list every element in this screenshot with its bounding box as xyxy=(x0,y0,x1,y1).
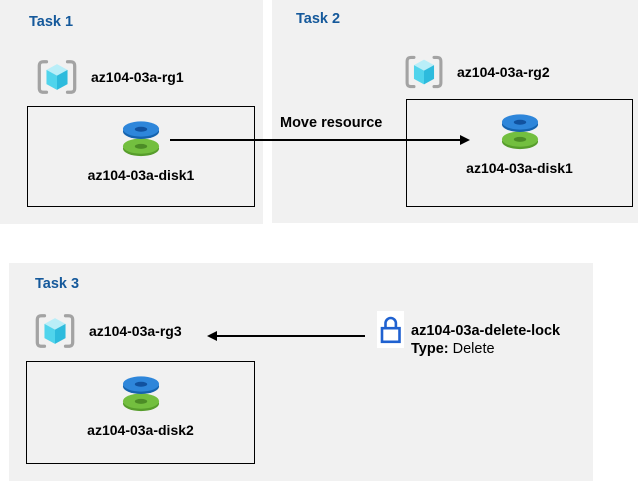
move-arrow-line xyxy=(170,139,461,141)
lock-type-line: Type: Delete xyxy=(411,340,560,358)
task1-disk-label: az104-03a-disk1 xyxy=(87,167,195,183)
lock-arrow-line xyxy=(216,335,365,337)
task3-panel xyxy=(9,263,593,481)
resource-group-icon xyxy=(405,55,443,89)
disk-icon xyxy=(122,376,159,412)
task2-panel xyxy=(272,0,638,223)
task3-resource-group: az104-03a-rg3 xyxy=(33,311,182,351)
lock-type-value: Delete xyxy=(452,341,495,357)
task1-panel xyxy=(0,0,263,224)
lock-icon-container xyxy=(377,311,404,348)
task1-disk-box: az104-03a-disk1 xyxy=(27,106,255,207)
task2-resource-group: az104-03a-rg2 xyxy=(403,53,550,91)
task2-rg-label: az104-03a-rg2 xyxy=(457,64,550,80)
lock-name-label: az104-03a-delete-lock xyxy=(411,323,561,339)
lock-text-block: az104-03a-delete-lock Type: Delete xyxy=(411,322,560,358)
move-arrow-head-icon xyxy=(460,135,470,145)
task1-title: Task 1 xyxy=(29,14,74,30)
disk-icon xyxy=(501,114,538,150)
lock-icon xyxy=(380,316,401,344)
disk-icon xyxy=(122,121,160,157)
task3-disk-box: az104-03a-disk2 xyxy=(26,361,255,464)
task2-title: Task 2 xyxy=(296,11,341,27)
move-resource-label: Move resource xyxy=(280,115,383,131)
task3-disk-label: az104-03a-disk2 xyxy=(87,422,194,438)
task2-disk-label: az104-03a-disk1 xyxy=(466,160,573,176)
resource-group-icon xyxy=(37,60,77,94)
task3-title: Task 3 xyxy=(35,276,80,292)
lock-type-key: Type: xyxy=(411,341,449,357)
task1-rg-label: az104-03a-rg1 xyxy=(91,69,184,85)
task2-disk-box: az104-03a-disk1 xyxy=(406,99,633,207)
task1-resource-group: az104-03a-rg1 xyxy=(35,57,184,97)
lock-arrow-head-icon xyxy=(207,331,217,341)
task3-rg-label: az104-03a-rg3 xyxy=(89,323,182,339)
resource-group-icon xyxy=(35,314,75,348)
